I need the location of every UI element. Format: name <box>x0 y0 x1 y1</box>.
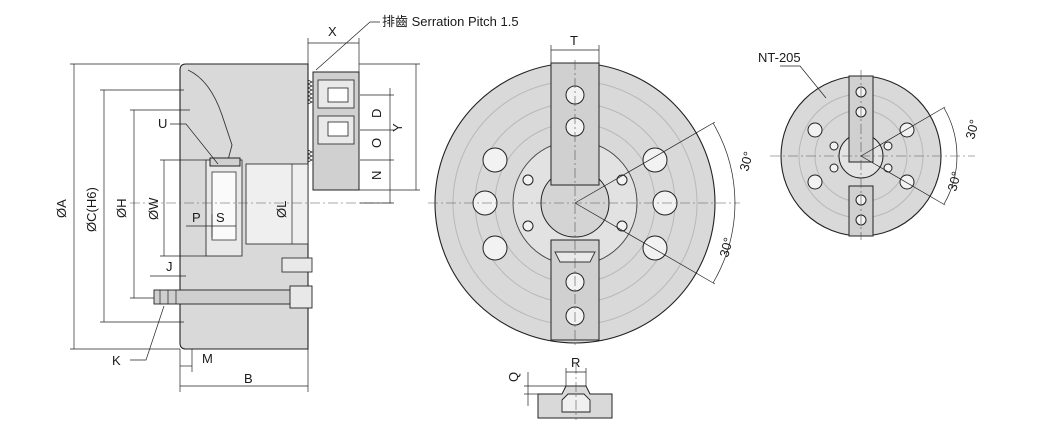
model-label: NT-205 <box>758 50 801 65</box>
dim-phi-l-label: ØL <box>274 201 289 218</box>
dim-s-label: S <box>216 210 225 225</box>
side-section-view <box>70 21 420 392</box>
serration-detail <box>524 364 613 420</box>
dim-r-label: R <box>571 355 580 370</box>
angle-label-1: 30° <box>736 150 756 173</box>
dim-x-label: X <box>328 24 337 39</box>
dim-b-label: B <box>244 371 253 386</box>
dim-u-label: U <box>158 116 167 131</box>
dim-y-label: Y <box>390 123 405 132</box>
dim-phi-c-label: ØC(H6) <box>84 187 99 232</box>
serration-label: 排齒 Serration Pitch 1.5 <box>382 14 519 29</box>
dim-phi-h-label: ØH <box>114 199 129 219</box>
dim-d-label: D <box>369 109 384 118</box>
dim-m-label: M <box>202 351 213 366</box>
angle-label-3: 30° <box>962 118 982 141</box>
angle-label-2: 30° <box>716 236 736 259</box>
dim-k-label: K <box>112 353 121 368</box>
front-view <box>428 45 740 348</box>
dim-o-label: O <box>369 138 384 148</box>
dim-n-label: N <box>369 171 384 180</box>
nt205-view <box>770 65 975 240</box>
dim-q-label: Q <box>506 372 521 382</box>
dim-phi-w-label: ØW <box>146 197 161 220</box>
dim-j-label: J <box>166 259 173 274</box>
angle-label-4: 30° <box>944 170 964 193</box>
dim-t-label: T <box>570 33 578 48</box>
dim-p-label: P <box>192 210 201 225</box>
dim-phi-a-label: ØA <box>54 199 69 218</box>
